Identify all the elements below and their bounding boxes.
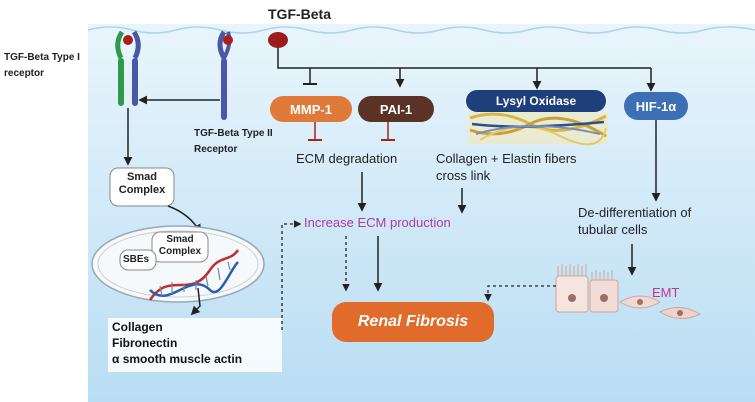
nuclear-smad-label-line2: Complex	[158, 245, 202, 257]
dna-to-products-arrow	[190, 287, 201, 316]
nuclear-smad-box	[151, 231, 209, 263]
sbes-label: SBEs	[123, 254, 150, 265]
dna-helix-icon	[148, 249, 240, 301]
nucleus-ellipse	[91, 225, 265, 303]
wave-line	[87, 26, 755, 34]
tgf-beta-ligand-icon	[268, 32, 288, 48]
increase-ecm-label: Increase ECM production	[304, 215, 451, 230]
collagen-elastin-line2: cross link	[436, 167, 491, 183]
emt-to-fibrosis-dotted-arrow	[484, 285, 556, 302]
type1-receptor-label-line1: TGF-Beta Type I	[4, 52, 80, 63]
mmp1-pill: MMP-1	[270, 96, 352, 122]
pai1-pill: PAI-1	[358, 96, 434, 122]
type2-receptor-icon	[217, 30, 233, 120]
ecm-degradation-label: ECM degradation	[296, 151, 398, 166]
hif1a-pill: HIF-1α	[624, 92, 688, 120]
sbes-box	[119, 249, 157, 271]
gene-products-label: Collagen Fibronectin α smooth muscle act…	[112, 320, 243, 366]
mmp1-label: MMP-1	[290, 101, 332, 117]
renal-fibrosis-label: Renal Fibrosis	[357, 313, 469, 330]
tubular-cells-icon	[555, 264, 702, 319]
nuclear-smad-label: Smad Complex	[156, 234, 204, 257]
gene-product-collagen: Collagen	[112, 320, 163, 334]
lysyl-oxidase-pill: Lysyl Oxidase	[466, 90, 606, 112]
gene-product-fibronectin: Fibronectin	[112, 335, 178, 350]
collagen-elastin-line1: Collagen + Elastin fibers	[436, 151, 577, 166]
dedifferentiation-line2: tubular cells	[578, 221, 648, 237]
nuclear-smad-label-line1: Smad	[166, 234, 194, 245]
type1-receptor-label: TGF-Beta Type I receptor	[4, 52, 80, 79]
renal-fibrosis-pill: Renal Fibrosis	[332, 302, 494, 342]
dedifferentiation-line1: De-differentiation of	[578, 205, 692, 220]
lysyl-oxidase-label: Lysyl Oxidase	[495, 94, 577, 108]
smad-complex-label: Smad Complex	[116, 171, 168, 196]
gene-products-box	[108, 318, 282, 372]
emt-label: EMT	[652, 285, 680, 300]
fiber-network-icon	[468, 112, 608, 146]
gene-product-sma: α smooth muscle actin	[112, 351, 243, 366]
smad-complex-label-line2: Complex	[118, 183, 166, 196]
dedifferentiation-label: De-differentiation of tubular cells	[578, 205, 692, 238]
type1-receptor-icon	[115, 30, 141, 106]
tgf-beta-title: TGF-Beta	[268, 6, 331, 22]
smad-complex-label-line1: Smad	[127, 171, 157, 183]
smad-complex-box	[109, 167, 175, 207]
ligand-to-branches-line	[277, 48, 651, 69]
type2-receptor-label-line1: TGF-Beta Type II	[194, 128, 273, 139]
type2-receptor-label: TGF-Beta Type II Receptor	[194, 128, 273, 155]
hif1a-label: HIF-1α	[635, 98, 677, 114]
pai1-label: PAI-1	[379, 101, 413, 117]
collagen-elastin-label: Collagen + Elastin fibers cross link	[436, 151, 577, 184]
type1-receptor-label-line2: receptor	[4, 67, 45, 79]
type2-receptor-label-line2: Receptor	[194, 143, 238, 155]
